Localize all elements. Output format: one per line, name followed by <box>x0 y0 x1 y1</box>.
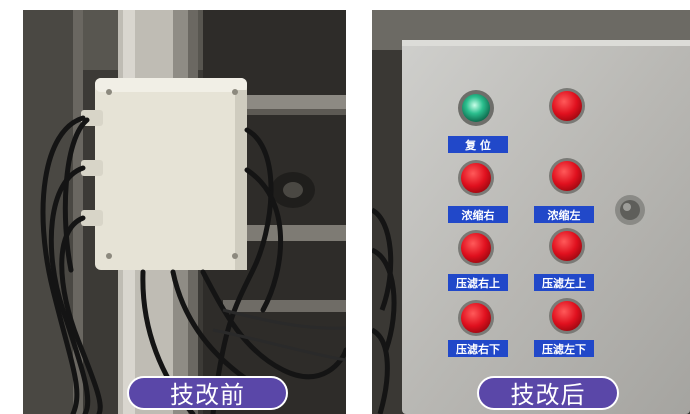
label-concentrate-left-text: 浓缩左 <box>548 208 581 222</box>
label-concentrate-right-text: 浓缩右 <box>462 208 495 222</box>
lamp-press-right-down <box>458 300 494 336</box>
reset-lamp <box>458 90 494 126</box>
label-press-right-down: 压滤右下 <box>448 340 508 357</box>
label-press-left-down-text: 压滤左下 <box>542 342 586 356</box>
lamp-press-right-up <box>458 230 494 266</box>
lamp-press-left-down <box>549 298 585 334</box>
photo-before: 技改前 <box>23 10 346 414</box>
lamp-concentrate-right <box>458 160 494 196</box>
label-press-left-down: 压滤左下 <box>534 340 594 357</box>
label-press-left-up-text: 压滤左上 <box>542 276 586 290</box>
lamp-top-right <box>549 88 585 124</box>
label-concentrate-left: 浓缩左 <box>534 206 594 223</box>
label-press-right-up: 压滤右上 <box>448 274 508 291</box>
grey-pushbutton <box>615 195 645 225</box>
label-press-left-up: 压滤左上 <box>534 274 594 291</box>
label-concentrate-right: 浓缩右 <box>448 206 508 223</box>
lamp-press-left-up <box>549 228 585 264</box>
label-press-right-down-text: 压滤右下 <box>456 342 500 356</box>
caption-after: 技改后 <box>477 376 619 410</box>
label-press-right-up-text: 压滤右上 <box>456 276 500 290</box>
label-reset: 复 位 <box>448 136 508 153</box>
lamp-concentrate-left <box>549 158 585 194</box>
label-reset-text: 复 位 <box>464 138 491 152</box>
caption-before: 技改前 <box>127 376 288 410</box>
photo-after: 复 位 浓缩右 浓缩左 压滤右上 压滤左上 压滤右下 压滤左下 技改后 <box>372 10 690 414</box>
